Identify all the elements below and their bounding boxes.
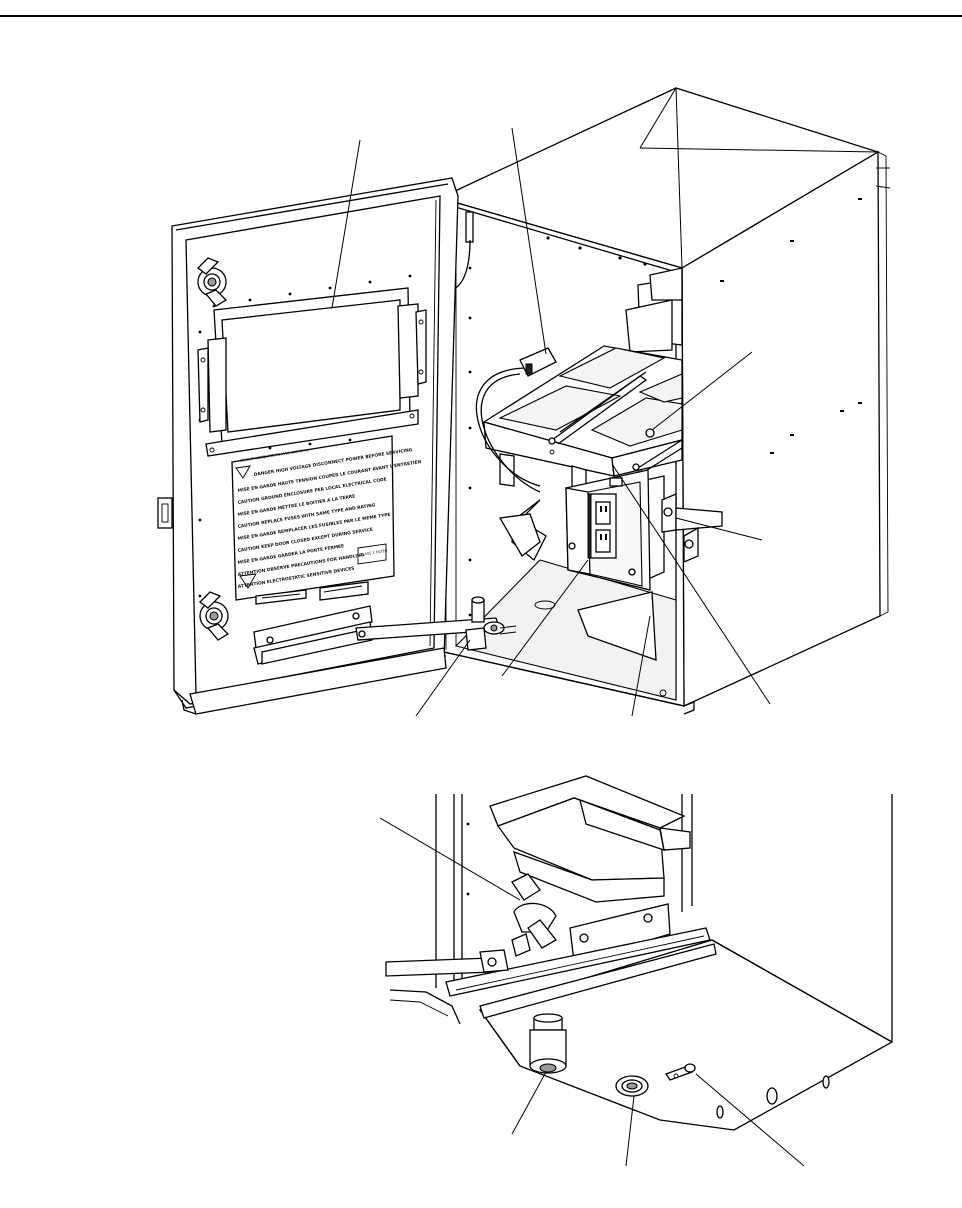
right-bracket [661, 493, 723, 563]
callout-leaders-top [331, 87, 879, 717]
filter-knob [645, 428, 655, 438]
header-rule [0, 15, 962, 17]
leader-damper [379, 817, 521, 901]
door-filter-pane [221, 299, 401, 433]
warning-label: CIRCUIT ADEQUATE TO: 115 VAC 60 Hz DANGE… [231, 435, 422, 601]
detail-damper [511, 873, 541, 901]
leader-outlet [501, 559, 589, 677]
leader-conduit [625, 1095, 635, 1167]
door-filter [197, 287, 427, 457]
conduit-fitting [615, 1075, 649, 1097]
lower-latch [199, 591, 230, 641]
side-rivets [720, 198, 862, 454]
warning-triangle-icon [235, 465, 251, 479]
leader-door-filter [331, 139, 361, 309]
leader-screw [695, 1073, 805, 1167]
esd-icon [239, 573, 257, 589]
callout-leaders-bottom [379, 817, 805, 1167]
leader-bracket [675, 517, 763, 541]
leader-cord-plug [511, 127, 547, 355]
bottom-detail [385, 775, 894, 1131]
door-stay [253, 596, 517, 665]
outlet-box [565, 469, 651, 591]
data-plates [255, 581, 369, 605]
power-cord [475, 347, 557, 493]
leader-foot [511, 1071, 547, 1135]
class-box [357, 543, 387, 565]
leader-cabinet [675, 87, 683, 269]
door-latch [157, 497, 173, 529]
filter-tray-assembly [482, 267, 683, 582]
leveling-foot [529, 1013, 567, 1074]
filter-retainer [205, 409, 419, 457]
class-box-text: CLASS 1 FILTER [360, 549, 389, 557]
leader-stay-pivot [415, 639, 471, 717]
leader-tray-front [611, 463, 771, 705]
leader-filter-knob [651, 351, 753, 431]
leader-floor-plate [631, 615, 651, 717]
upper-latch [197, 257, 228, 307]
ground-screw [665, 1063, 696, 1081]
floor-plate [577, 591, 657, 661]
damper-blade [498, 499, 547, 562]
